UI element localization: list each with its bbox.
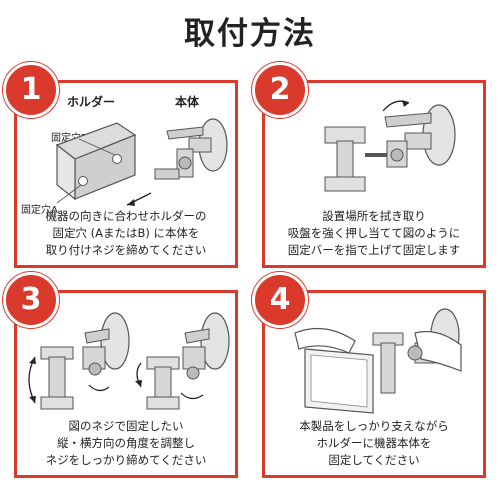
step-4-panel: 本製品をしっかり支えながら ホルダーに機器本体を 固定してください (262, 290, 486, 478)
body-label: 本体 (175, 95, 200, 109)
step-1-illustration (55, 118, 228, 206)
step-3-caption: 図のネジで固定したい 縦・横方向の角度を調整し ネジをしっかり締めてください (21, 418, 231, 469)
step-1-caption: 機器の向きに合わせホルダーの 固定穴 (AまたはB) に本体を 取り付けネジを締… (21, 208, 231, 259)
holder-illustration (55, 122, 137, 201)
step-4-caption: 本製品をしっかり支えながら ホルダーに機器本体を 固定してください (269, 418, 479, 469)
step-2-panel: 設置場所を拭き取り 吸盤を強く押し当てて図のように 固定バーを指で上げて固定しま… (262, 80, 486, 268)
caption-line: 設置場所を拭き取り (322, 209, 426, 223)
page-title: 取付方法 (184, 16, 316, 52)
caption-line: 図のネジで固定したい (68, 419, 184, 433)
caption-line: 固定してください (328, 453, 420, 467)
hole-a-label: 固定穴A (21, 205, 58, 216)
step-1-panel: ホルダー 本体 固定穴B 固定穴A 機器の向きに合わせホルダーの 固定穴 (Aま… (14, 80, 238, 268)
step-2-caption: 設置場所を拭き取り 吸盤を強く押し当てて図のように 固定バーを指で上げて固定しま… (269, 208, 479, 259)
caption-line: 本製品をしっかり支えながら (299, 419, 449, 433)
caption-line: ネジをしっかり締めてください (45, 453, 207, 467)
caption-line: 機器の向きに合わせホルダーの (45, 209, 207, 223)
step-4-illustration (294, 308, 462, 414)
step-3-illustration (28, 312, 230, 410)
caption-line: 取り付けネジを締めてください (45, 243, 207, 257)
step-3-badge: 3 (3, 272, 59, 328)
caption-line: ホルダーに機器本体を (316, 436, 432, 450)
caption-line: 吸盤を強く押し当てて図のように (287, 226, 461, 240)
step-2-illustration (324, 100, 456, 192)
step-4-badge: 4 (252, 272, 308, 328)
caption-line: 固定バーを指で上げて固定します (287, 243, 461, 257)
caption-line: 縦・横方向の角度を調整し (57, 436, 195, 450)
holder-label: ホルダー (67, 95, 116, 109)
step-1-badge: 1 (3, 62, 59, 118)
mount-illustration (154, 118, 228, 180)
caption-line: 固定穴 (AまたはB) に本体を (52, 226, 200, 240)
hole-b-label: 固定穴B (51, 133, 88, 144)
step-3-panel: 図のネジで固定したい 縦・横方向の角度を調整し ネジをしっかり締めてください (14, 290, 238, 478)
step-2-badge: 2 (252, 62, 308, 118)
